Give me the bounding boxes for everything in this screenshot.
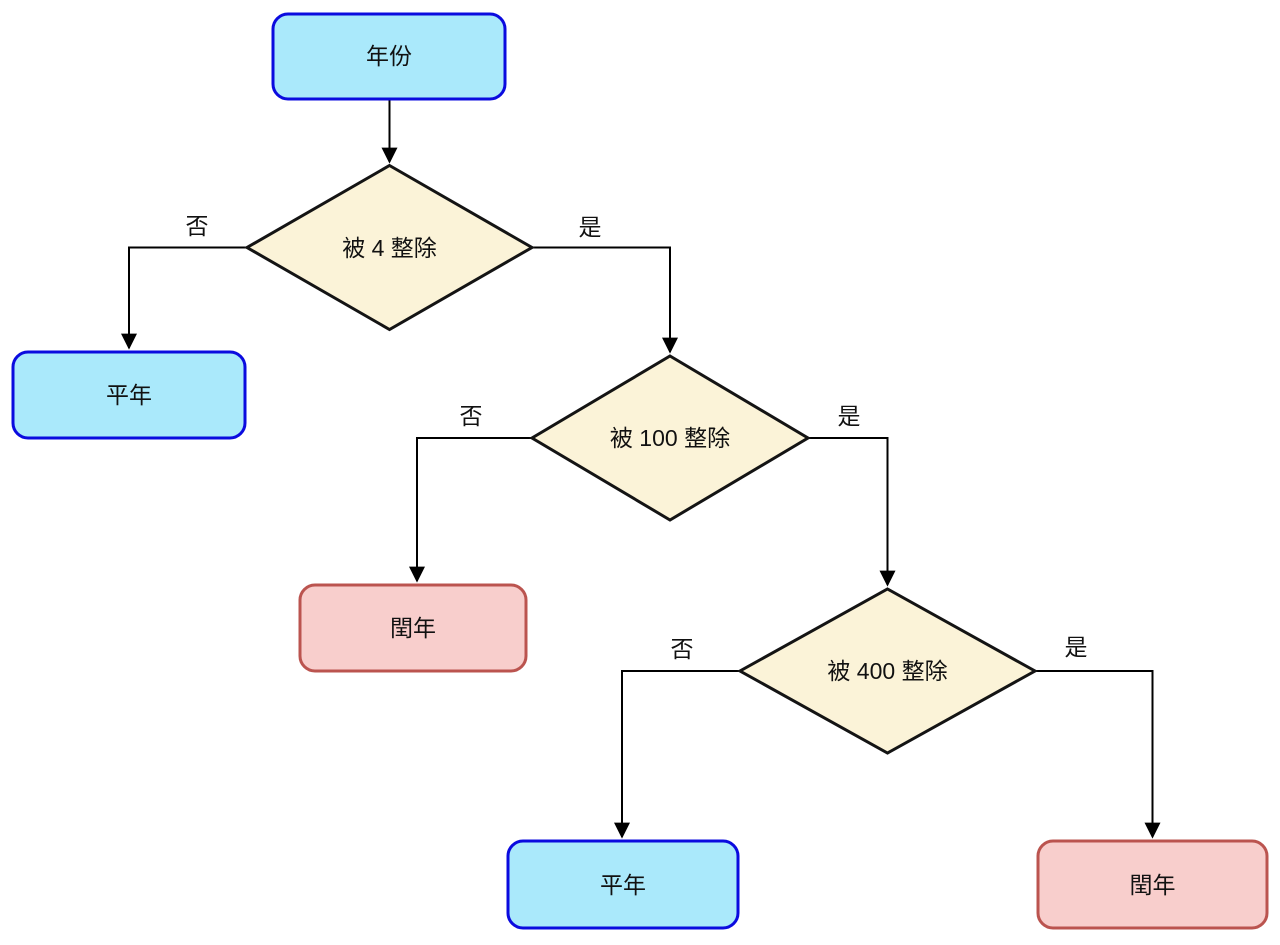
edge-label-check400-yes: 是	[1065, 634, 1088, 660]
node-check100: 被 100 整除	[529, 354, 811, 522]
edge-label-check4-yes: 是	[579, 214, 602, 240]
leap-year-1-shape	[298, 583, 528, 673]
edge-label-check100-no: 否	[460, 403, 483, 429]
edge-label-check4-no: 否	[186, 213, 209, 239]
leap-year-2-label: 閏年	[1130, 872, 1176, 898]
edge-check4-yes	[532, 246, 678, 354]
edge-check400-no	[614, 670, 740, 839]
check100-decision-label: 被 100 整除	[610, 425, 730, 451]
check4-decision-label: 被 4 整除	[342, 235, 437, 261]
node-check400: 被 400 整除	[736, 587, 1039, 755]
node-leap-year-2: 閏年	[1036, 839, 1269, 930]
edge-check400-yes	[1035, 670, 1161, 839]
edges	[121, 99, 1161, 839]
edge-check4-no	[121, 246, 247, 350]
edge-check100-no	[409, 437, 532, 583]
edge-label-check100-yes: 是	[838, 403, 861, 429]
node-check4: 被 4 整除	[243, 163, 536, 332]
start-node-shape	[271, 12, 507, 101]
node-common-year-1: 平年	[11, 350, 247, 440]
check400-decision-label: 被 400 整除	[827, 658, 947, 684]
node-leap-year-1: 閏年	[298, 583, 528, 673]
common-year-2-shape	[506, 839, 740, 930]
common-year-1-shape	[11, 350, 247, 440]
edge-check100-yes	[808, 437, 896, 587]
check400-decision-shape	[736, 587, 1039, 755]
edge-label-check400-no: 否	[671, 636, 694, 662]
common-year-2-label: 平年	[600, 872, 646, 898]
node-common-year-2: 平年	[506, 839, 740, 930]
node-start: 年份	[271, 12, 507, 101]
leap-year-2-shape	[1036, 839, 1269, 930]
start-node-label: 年份	[366, 43, 412, 69]
edge-labels: 否 是 否 是 否 是	[186, 213, 1088, 662]
leap-year-1-label: 閏年	[390, 615, 436, 641]
check100-decision-shape	[529, 354, 811, 522]
check4-decision-shape	[243, 163, 536, 332]
common-year-1-label: 平年	[106, 382, 152, 408]
